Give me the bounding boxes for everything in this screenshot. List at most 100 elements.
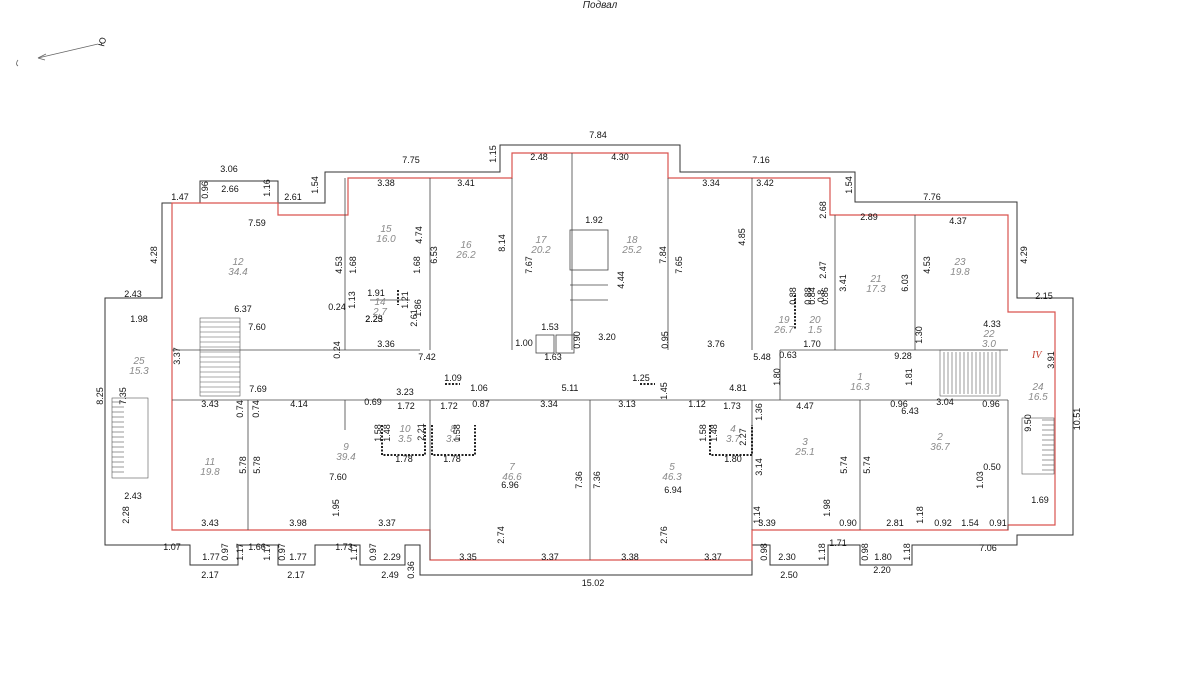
dimension-label: 3.20 [598, 332, 616, 342]
dimension-label: 6.96 [501, 480, 519, 490]
room-number: 7 [509, 462, 515, 473]
room-number: 21 [869, 274, 881, 285]
dimension-label: 1.98 [822, 499, 832, 517]
dimension-label: 0.97 [220, 543, 230, 561]
dimension-label: 0.98 [860, 543, 870, 561]
dimension-label: 0.91 [989, 518, 1007, 528]
room-area: 19.8 [950, 267, 970, 278]
dimension-label: 2.20 [873, 565, 891, 575]
room-number: 11 [205, 457, 215, 468]
dimension-label: 2.29 [383, 552, 401, 562]
room-number: 1 [857, 372, 863, 383]
dimension-label: 1.53 [541, 322, 559, 332]
room-number: 3 [802, 437, 808, 448]
room-number: 2 [936, 432, 943, 443]
dimension-label: 2.47 [818, 261, 828, 279]
room-number: 18 [626, 235, 638, 246]
dimension-label: 3.38 [621, 552, 639, 562]
dimension-label: 2.17 [201, 570, 219, 580]
dimension-label: 2.28 [121, 506, 131, 524]
dimension-label: 2.50 [780, 570, 798, 580]
dimension-label: 3.37 [541, 552, 559, 562]
dimension-label: 4.30 [611, 152, 629, 162]
stair-right [939, 349, 1001, 397]
dimension-label: 0.96 [890, 399, 908, 409]
room-area: 25.2 [621, 245, 642, 256]
north-arrow-icon: Ю [16, 36, 108, 67]
dimension-label: 2.17 [287, 570, 305, 580]
dimension-label: 1.68 [348, 256, 358, 274]
dimension-label: 8.25 [95, 387, 105, 405]
dimension-label: 3.14 [754, 458, 764, 476]
room-area: 15.3 [129, 366, 149, 377]
dimension-label: 3.13 [618, 399, 636, 409]
dimension-label: 2.74 [496, 526, 506, 544]
dimension-label: 5.11 [562, 383, 579, 393]
dimension-label: 1.36 [754, 403, 764, 421]
dimension-label: 0.88 [803, 287, 813, 305]
dimension-label: 2.66 [221, 184, 239, 194]
dimension-label: 7.42 [418, 352, 436, 362]
room-number: 22 [982, 329, 995, 340]
dimension-label: 0.96 [982, 399, 1000, 409]
dimension-label: 1.77 [289, 552, 307, 562]
dimension-label: 5.74 [862, 456, 872, 474]
dimension-label: 0.50 [983, 462, 1001, 472]
dimension-label: 1.77 [202, 552, 220, 562]
dimension-label: 3.34 [702, 178, 720, 188]
room-number: 20 [808, 315, 821, 326]
room-labels: 116.3236.7325.143.7546.3746.683.5939.410… [129, 224, 1048, 483]
room-area: 1.5 [808, 325, 822, 336]
room-number: 16 [460, 240, 472, 251]
dimension-label: 3.38 [377, 178, 395, 188]
dimension-label: 2.61 [284, 192, 302, 202]
dimension-label: 8.14 [497, 234, 507, 252]
dimension-label: 3.34 [540, 399, 558, 409]
dimension-label: 9.28 [894, 351, 912, 361]
room-area: 46.6 [502, 472, 522, 483]
room-number: 8 [450, 424, 456, 435]
dimension-label: 2.49 [381, 570, 399, 580]
dimension-label: 1.91 [367, 288, 385, 298]
dimension-label: 6.03 [900, 274, 910, 292]
dimension-label: 1.14 [752, 506, 762, 524]
dimension-label: 0.95 [660, 331, 670, 349]
dimension-label: 1.54 [961, 518, 979, 528]
dimension-label: 3.37 [704, 552, 722, 562]
dimension-label: 1.15 [488, 145, 498, 163]
dimension-label: 1.25 [632, 373, 650, 383]
dimension-label: 7.69 [249, 384, 267, 394]
dimension-label: 9.50 [1023, 414, 1033, 432]
dimension-label: 0.69 [364, 397, 382, 407]
dimension-label: 6.37 [234, 304, 252, 314]
dimension-label: 0.24 [328, 302, 346, 312]
dimension-label: 0.97 [277, 543, 287, 561]
dimension-label: 1.07 [163, 542, 181, 552]
dimension-label: 1.58 [373, 424, 383, 442]
dimension-label: 1.54 [844, 176, 854, 194]
dimension-label: 1.21 [400, 291, 410, 309]
room-number: 17 [535, 235, 547, 246]
ramp-left [111, 397, 149, 479]
dimension-label: 7.36 [592, 471, 602, 489]
room-area: 26.2 [455, 250, 476, 261]
dimension-label: 1.30 [914, 326, 924, 344]
room-area: 19.8 [200, 467, 220, 478]
dimension-label: 1.58 [452, 424, 462, 442]
dimension-label: 1.72 [440, 401, 458, 411]
dimension-label: 4.47 [796, 401, 814, 411]
dimension-label: 1.12 [688, 399, 706, 409]
dimension-label: 2.23 [365, 314, 383, 324]
dimension-label: 1.92 [585, 215, 603, 225]
dimension-label: 1.95 [331, 499, 341, 517]
stair-left [199, 317, 241, 397]
dimension-label: 7.84 [658, 246, 668, 264]
dimension-label: 1.17 [349, 543, 359, 561]
room-number: 10 [399, 424, 411, 435]
dimension-label: 2.15 [1035, 291, 1053, 301]
room-number: 12 [232, 257, 244, 268]
dimension-label: 7.75 [402, 155, 420, 165]
dimension-label: 7.60 [329, 472, 347, 482]
dimension-label: 0.74 [235, 400, 245, 418]
dimension-label: 3.42 [756, 178, 774, 188]
